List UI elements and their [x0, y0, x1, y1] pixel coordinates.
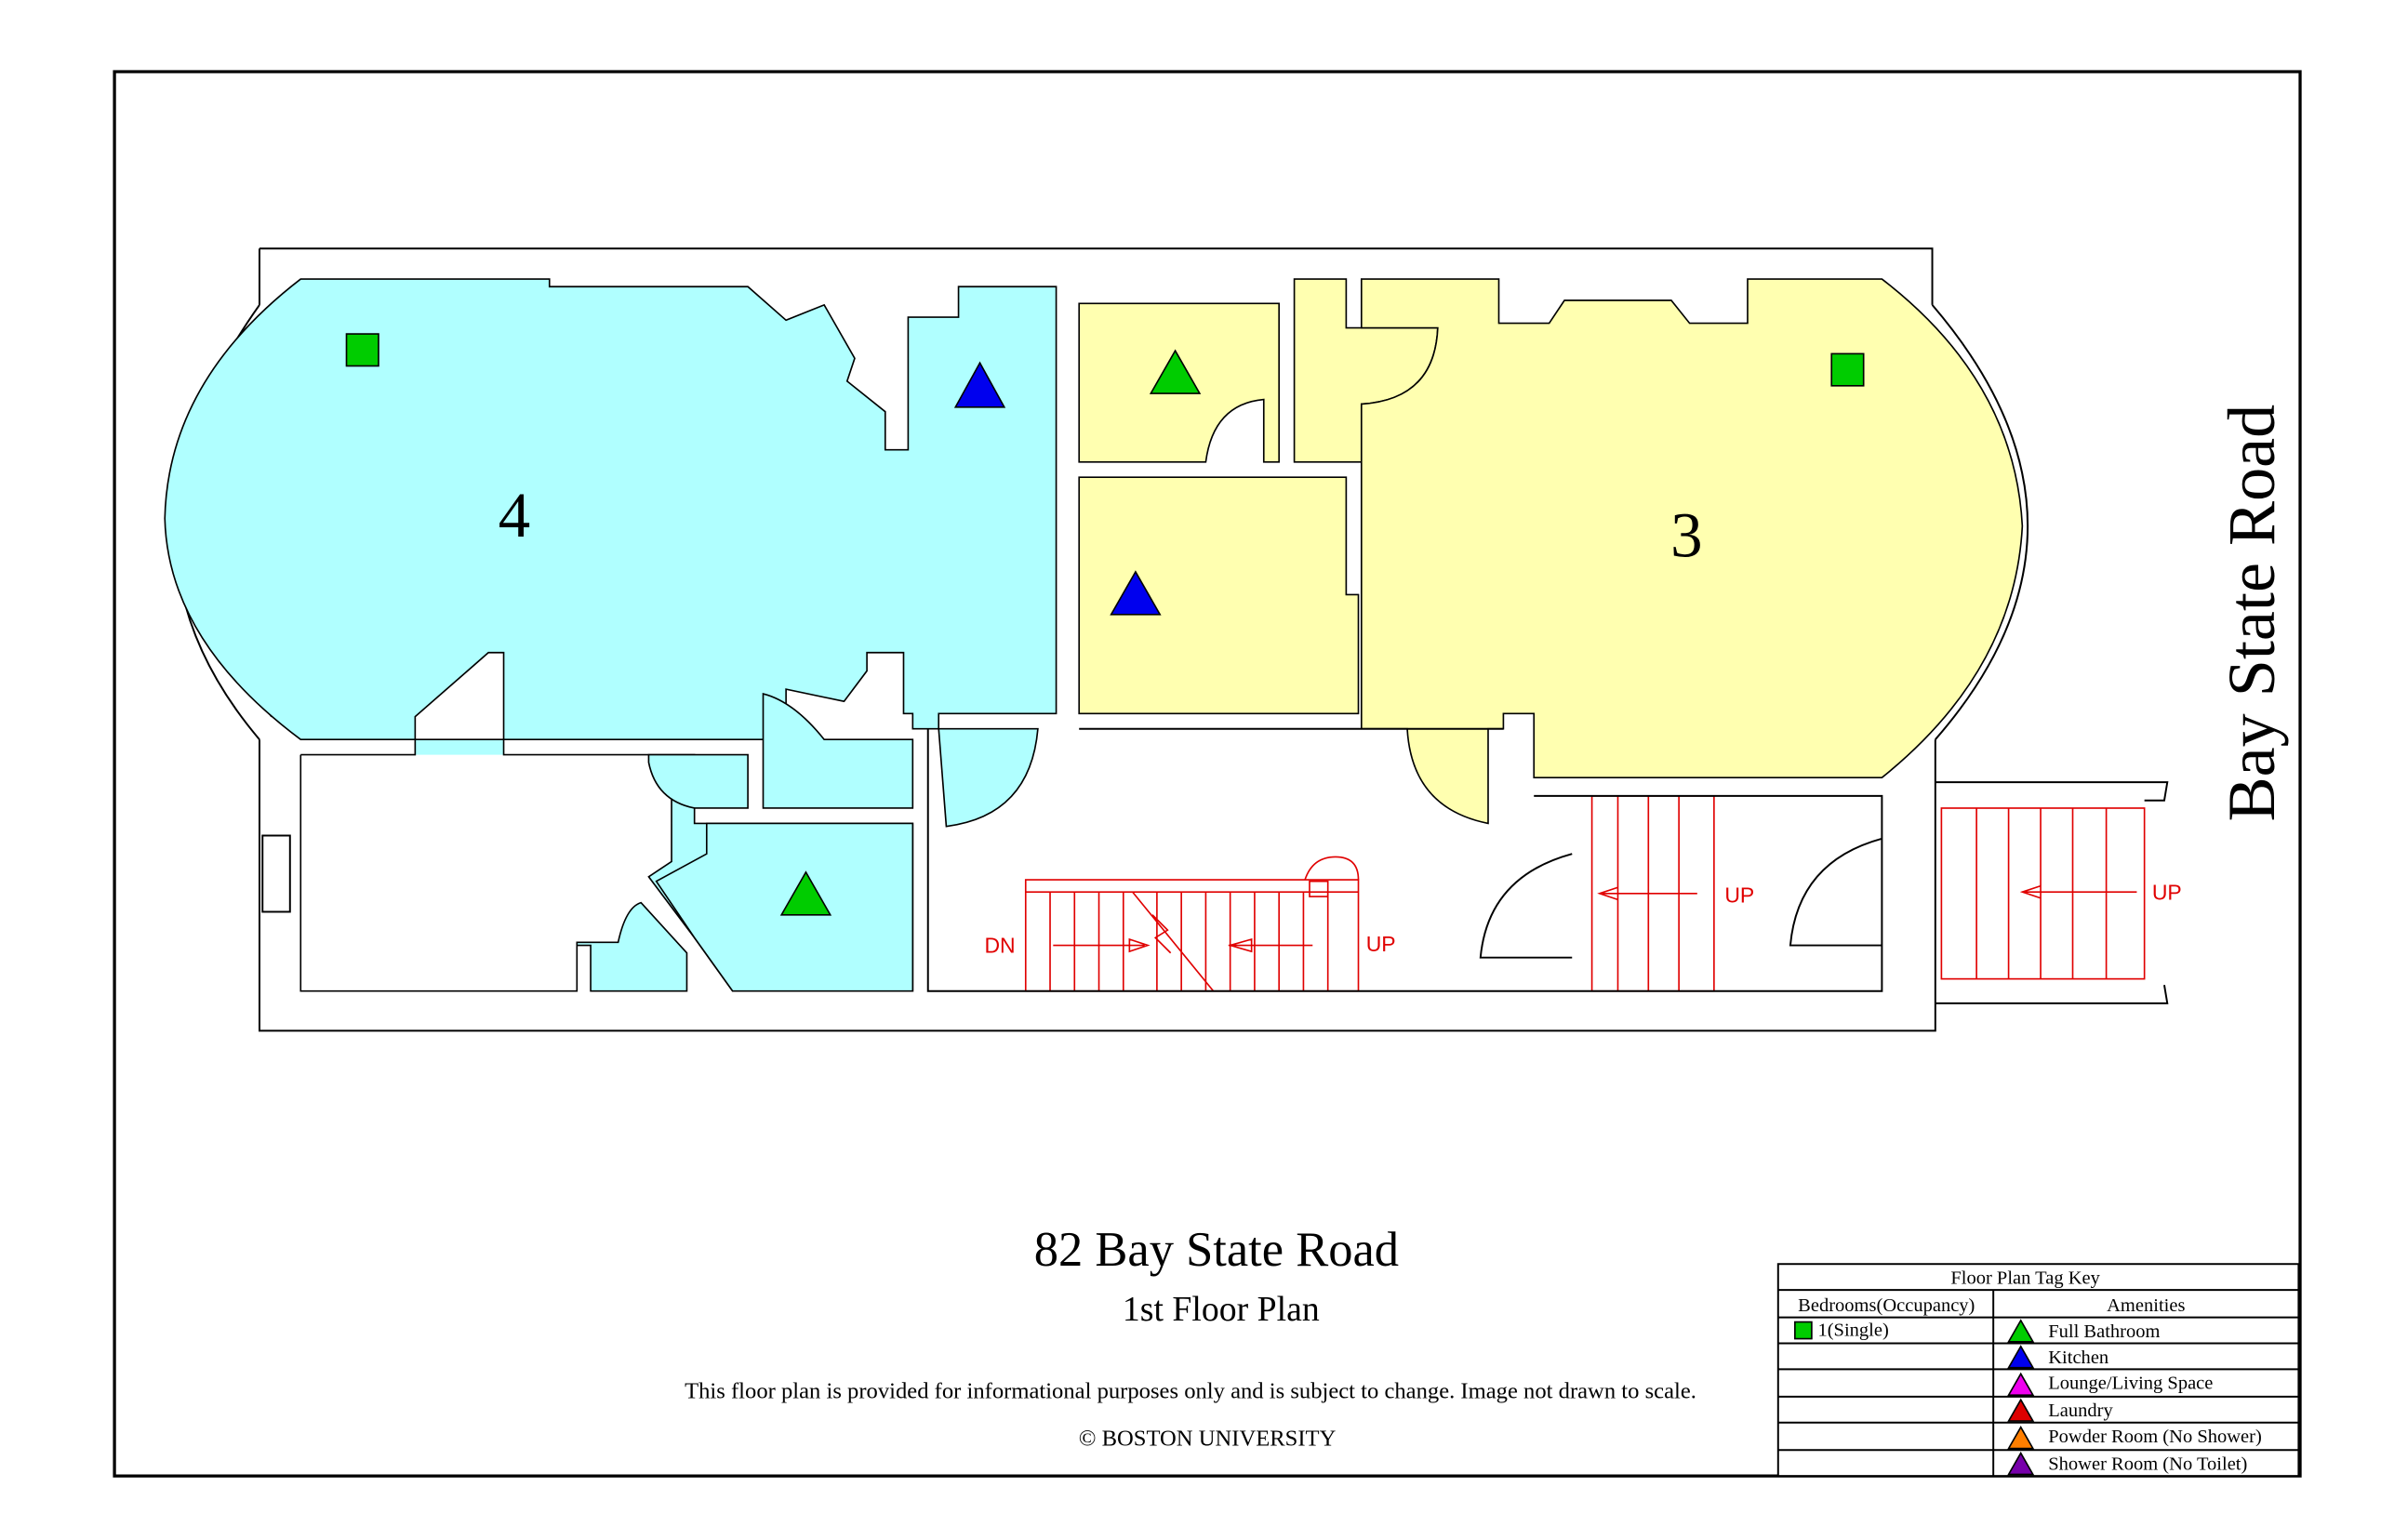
unit-3-kitchen: [1078, 476, 1360, 715]
full-bathroom-tag: [779, 870, 832, 916]
amenity-shower-room: Shower Room (No Toilet): [2007, 1451, 2247, 1476]
blue-triangle-icon: [2007, 1345, 2035, 1369]
window: [261, 834, 291, 913]
floor-title: 1st Floor Plan: [1123, 1290, 1320, 1329]
bedrooms-header: Bedrooms(Occupancy): [1798, 1295, 1975, 1316]
building-outline: [258, 247, 1936, 1032]
unit-4-number: 4: [499, 480, 530, 551]
bedroom-single-label: 1(Single): [1817, 1320, 1888, 1340]
unit-3-main-room: [1360, 278, 2024, 825]
address-title: 82 Bay State Road: [1034, 1223, 1399, 1277]
kitchen-tag: [953, 361, 1006, 408]
amenity-label: Shower Room (No Toilet): [2048, 1454, 2247, 1475]
unit-4-closet: [762, 692, 914, 809]
entry-stair-up-label: UP: [1724, 883, 1754, 908]
unit-4-closet-2: [647, 753, 749, 809]
disclaimer: This floor plan is provided for informat…: [685, 1379, 1696, 1404]
purple-triangle-icon: [2007, 1451, 2035, 1476]
full-bathroom-tag: [1149, 349, 1202, 394]
magenta-triangle-icon: [2007, 1372, 2035, 1397]
bedroom-single-tag: [345, 333, 379, 367]
bedroom-single-tag: [1830, 352, 1865, 387]
street-label: Bay State Road: [2215, 405, 2289, 822]
floor-plan: DN UP UP UP 4 3 Bay State Road: [164, 247, 2289, 1032]
kitchen-tag: [1110, 570, 1162, 616]
copyright: © BOSTON UNIVERSITY: [1079, 1426, 1337, 1451]
entry-staircase: UP: [1479, 795, 1882, 992]
key-title: Floor Plan Tag Key: [1950, 1268, 2100, 1289]
exterior-staircase: UP: [1935, 781, 2182, 1004]
green-triangle-icon: [2007, 1319, 2035, 1343]
unit-4-door-swing: [938, 727, 1039, 828]
amenity-full-bathroom: Full Bathroom: [2007, 1319, 2161, 1343]
red-triangle-icon: [2007, 1398, 2035, 1422]
unit-4-bathroom: [655, 822, 914, 992]
unit-4-main-room: [164, 278, 1057, 741]
stair-down-label: DN: [984, 934, 1015, 958]
amenity-powder-room: Powder Room (No Shower): [2007, 1426, 2262, 1450]
bedroom-single-swatch: [1794, 1321, 1813, 1340]
amenity-label: Kitchen: [2048, 1348, 2108, 1368]
amenity-label: Laundry: [2048, 1401, 2113, 1421]
stair-up-label: UP: [1366, 932, 1396, 956]
amenity-lounge: Lounge/Living Space: [2007, 1372, 2213, 1397]
main-staircase: DN UP: [984, 856, 1396, 992]
sheet-border: [113, 70, 2302, 1478]
orange-triangle-icon: [2007, 1426, 2035, 1450]
tag-key: Floor Plan Tag Key Bedrooms(Occupancy) A…: [1776, 1263, 2300, 1478]
amenity-kitchen: Kitchen: [2007, 1345, 2108, 1369]
amenities-header: Amenities: [2107, 1295, 2185, 1316]
hallway-walls: [926, 727, 1883, 992]
amenity-label: Powder Room (No Shower): [2048, 1427, 2262, 1447]
amenity-label: Full Bathroom: [2048, 1321, 2160, 1342]
unit-3-number: 3: [1670, 499, 1702, 570]
title-block: 82 Bay State Road 1st Floor Plan This fl…: [685, 1223, 1696, 1451]
outside-stair-up-label: UP: [2152, 880, 2182, 904]
amenity-laundry: Laundry: [2007, 1398, 2113, 1422]
amenity-label: Lounge/Living Space: [2048, 1374, 2213, 1394]
